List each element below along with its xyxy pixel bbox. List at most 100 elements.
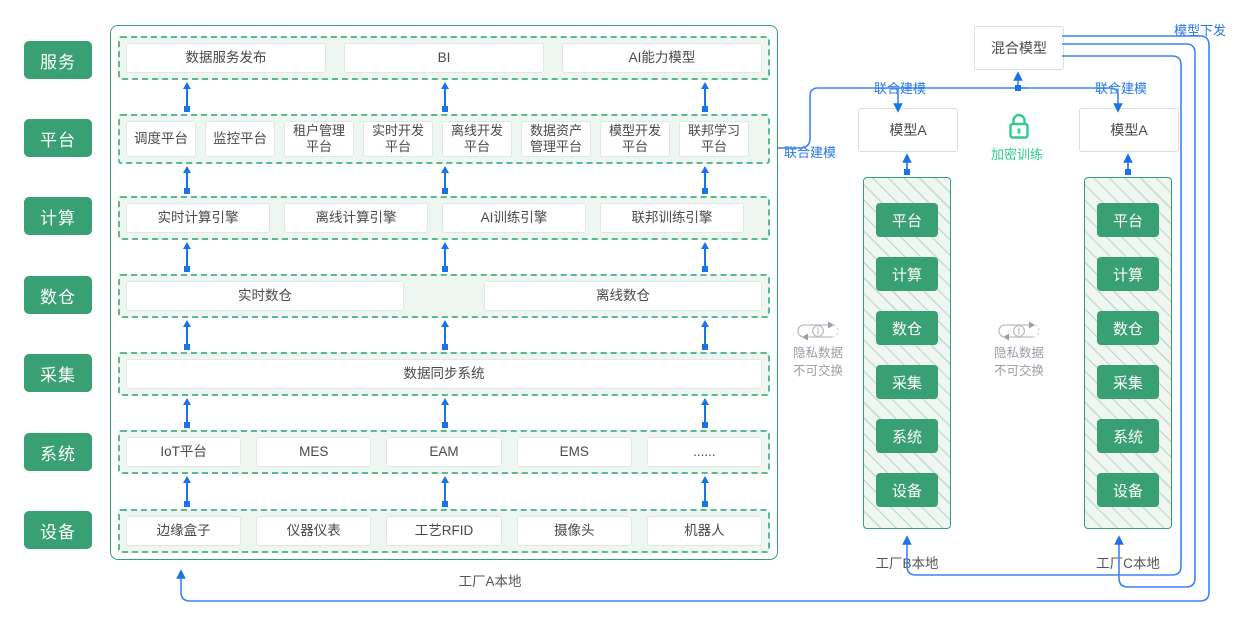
service-row: 数据服务发布 BI AI能力模型 [118, 36, 770, 80]
connector-arrow-3-1 [440, 320, 449, 350]
cell-compute-row-2[interactable]: AI训练引擎 [442, 203, 586, 233]
stack-chip-factory-c-5[interactable]: 设备 [1097, 473, 1159, 507]
stack-chip-factory-c-4[interactable]: 系统 [1097, 419, 1159, 453]
arrow-dot [441, 106, 448, 112]
cell-platform-row-2[interactable]: 租户管理 平台 [284, 121, 354, 157]
layer-tag-0: 服务 [24, 41, 92, 79]
stack-chip-factory-b-4[interactable]: 系统 [876, 419, 938, 453]
cell-system-row-3[interactable]: EMS [516, 437, 632, 467]
stack-chip-factory-b-5[interactable]: 设备 [876, 473, 938, 507]
platform-row: 调度平台监控平台租户管理 平台实时开发 平台离线开发 平台数据资产 管理平台模型… [118, 114, 770, 164]
layer-tag-3: 数仓 [24, 276, 92, 314]
stack-chip-factory-b-3[interactable]: 采集 [876, 365, 938, 399]
cell-service-row-1[interactable]: BI [344, 43, 544, 73]
cell-platform-row-0[interactable]: 调度平台 [126, 121, 196, 157]
factory-a-caption: 工厂A本地 [458, 574, 522, 589]
privacy-note-line1: 隐私数据 [993, 346, 1044, 360]
arrow-stem [444, 482, 446, 501]
stack-chip-factory-b-2[interactable]: 数仓 [876, 311, 938, 345]
arrow-dot [441, 266, 448, 272]
arrow-dot [183, 501, 190, 507]
cell-platform-row-7[interactable]: 联邦学习 平台 [679, 121, 749, 157]
warehouse-row: 实时数仓 离线数仓 [118, 274, 770, 318]
arrow-dot [701, 422, 708, 428]
cell-platform-row-3[interactable]: 实时开发 平台 [363, 121, 433, 157]
cell-platform-row-1[interactable]: 监控平台 [205, 121, 275, 157]
arrow-stem [704, 482, 706, 501]
cell-warehouse-row-1[interactable]: 离线数仓 [484, 281, 762, 311]
stack-chip-factory-c-3[interactable]: 采集 [1097, 365, 1159, 399]
stack-chip-factory-c-1[interactable]: 计算 [1097, 257, 1159, 291]
privacy-note-line1: 隐私数据 [792, 346, 843, 360]
connector-arrow-0-1 [440, 82, 449, 112]
arrow-stem [444, 172, 446, 188]
cell-service-row-0[interactable]: 数据服务发布 [126, 43, 326, 73]
connector-arrow-2-2 [700, 242, 709, 272]
cell-warehouse-row-0[interactable]: 实时数仓 [126, 281, 404, 311]
connector-arrow-5-2 [700, 476, 709, 507]
hybrid-model-box[interactable]: 混合模型 [974, 26, 1064, 70]
cell-platform-row-6[interactable]: 模型开发 平台 [600, 121, 670, 157]
cell-system-row-4[interactable]: ...... [646, 437, 763, 467]
arrow-dot [701, 106, 708, 112]
layer-tag-6: 设备 [24, 511, 92, 549]
cell-system-row-1[interactable]: MES [256, 437, 372, 467]
cell-compute-row-0[interactable]: 实时计算引擎 [126, 203, 270, 233]
privacy-note-1: 隐私数据不可交换 [991, 318, 1047, 380]
cell-device-row-0[interactable]: 边缘盒子 [126, 516, 242, 546]
arrow-dot [441, 422, 448, 428]
arrow-dot [183, 344, 190, 350]
factory-b-caption: 工厂B本地 [875, 556, 939, 571]
arrow-stem [704, 248, 706, 266]
arrow-stem [704, 88, 706, 106]
cell-device-row-4[interactable]: 机器人 [646, 516, 763, 546]
cell-system-row-2[interactable]: EAM [386, 437, 502, 467]
collect-row: 数据同步系统 [118, 352, 770, 396]
stack-chip-factory-b-1[interactable]: 计算 [876, 257, 938, 291]
cell-collect-row-0[interactable]: 数据同步系统 [126, 359, 762, 389]
factory-b-model-box[interactable]: 模型A [858, 108, 958, 152]
layer-tag-1: 平台 [24, 119, 92, 157]
layer-tag-5: 系统 [24, 433, 92, 471]
arrow-stem [704, 404, 706, 422]
connector-arrow-5-1 [440, 476, 449, 507]
cell-platform-row-4[interactable]: 离线开发 平台 [442, 121, 512, 157]
cell-device-row-1[interactable]: 仪器仪表 [256, 516, 372, 546]
compute-row: 实时计算引擎离线计算引擎 AI训练引擎联邦训练引擎 [118, 196, 770, 240]
connector-arrow-3-0 [182, 320, 191, 350]
joint-modeling-label-left: 联合建模 [784, 145, 837, 160]
arrow-dot [183, 266, 190, 272]
connector-arrow-1-2 [700, 166, 709, 194]
privacy-note-line2: 不可交换 [993, 364, 1044, 379]
arrow-stem [186, 482, 188, 501]
arrow-dot [701, 344, 708, 350]
no-exchange-icon [790, 318, 846, 344]
arrow-dot [441, 501, 448, 507]
cell-compute-row-3[interactable]: 联邦训练引擎 [600, 203, 744, 233]
privacy-note-0: 隐私数据不可交换 [790, 318, 846, 380]
arrow-stem [186, 248, 188, 266]
cell-service-row-2[interactable]: AI能力模型 [562, 43, 762, 73]
cell-device-row-3[interactable]: 摄像头 [516, 516, 632, 546]
lock-icon [1006, 112, 1032, 145]
stack-chip-factory-b-0[interactable]: 平台 [876, 203, 938, 237]
cell-platform-row-5[interactable]: 数据资产 管理平台 [521, 121, 591, 157]
joint-modeling-label-b: 联合建模 [874, 81, 927, 96]
cell-system-row-0[interactable]: IoT平台 [126, 437, 242, 467]
cell-compute-row-1[interactable]: 离线计算引擎 [284, 203, 428, 233]
factory-c-model-box[interactable]: 模型A [1079, 108, 1179, 152]
model-distribute-label: 模型下发 [1174, 23, 1227, 38]
cell-device-row-2[interactable]: 工艺RFID [386, 516, 502, 546]
arrow-stem [444, 326, 446, 344]
stack-chip-factory-c-0[interactable]: 平台 [1097, 203, 1159, 237]
stack-chip-factory-c-2[interactable]: 数仓 [1097, 311, 1159, 345]
no-exchange-icon [991, 318, 1047, 344]
arrow-stem [444, 404, 446, 422]
arrow-stem [704, 172, 706, 188]
arrow-stem [186, 88, 188, 106]
system-row: IoT平台 MES EAM EMS...... [118, 430, 770, 474]
joint-modeling-label-c: 联合建模 [1095, 81, 1148, 96]
arrow-dot [701, 501, 708, 507]
layer-tag-4: 采集 [24, 354, 92, 392]
